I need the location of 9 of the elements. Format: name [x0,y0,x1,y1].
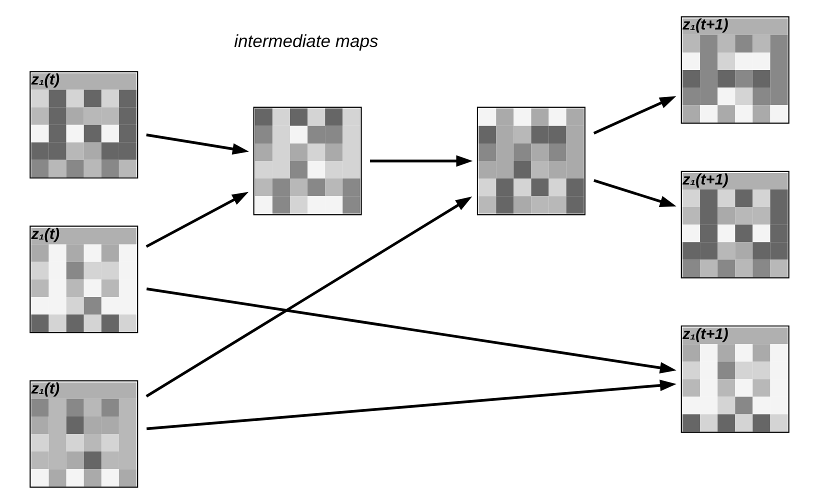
label: intermediate maps [234,30,378,51]
arrow [146,380,676,430]
arrow [146,288,676,374]
arrow [145,192,248,248]
arrow [370,155,472,167]
arrow [593,179,676,207]
arrow [145,196,472,398]
arrow [146,134,249,155]
arrow [592,96,676,134]
